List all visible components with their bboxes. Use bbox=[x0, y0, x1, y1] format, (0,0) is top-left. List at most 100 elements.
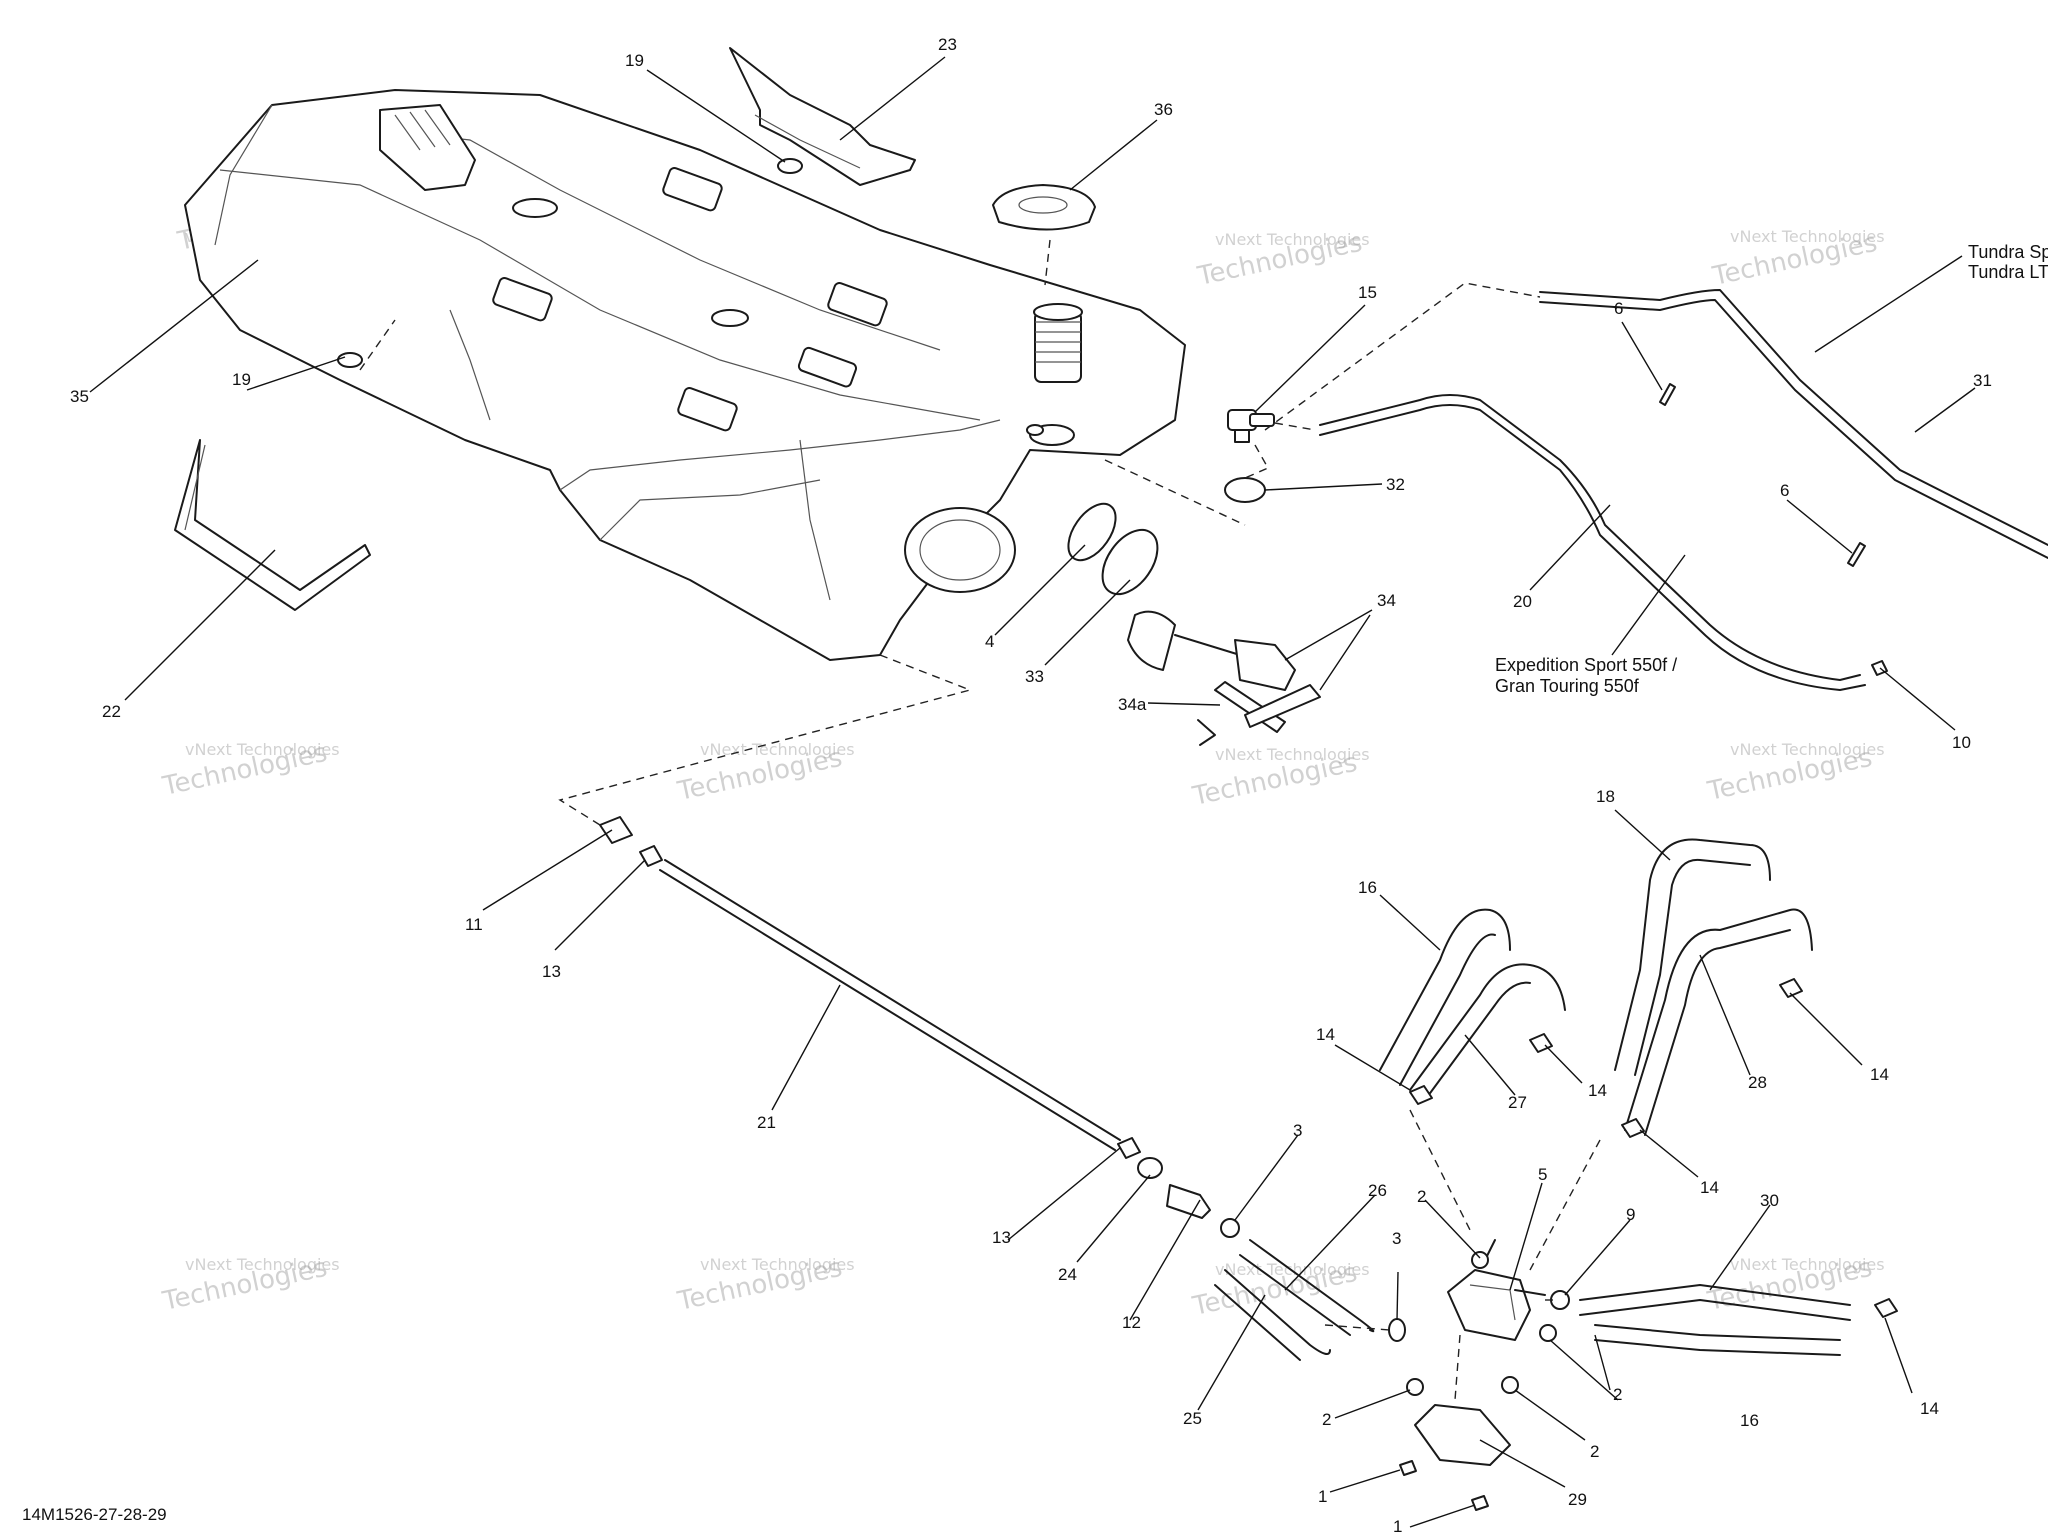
washer-24 bbox=[1137, 1157, 1163, 1179]
fitting-11 bbox=[599, 816, 633, 844]
screw-1-b bbox=[1471, 1495, 1489, 1511]
nut-2-d bbox=[1501, 1376, 1519, 1394]
callout-14-b: 14 bbox=[1588, 1081, 1607, 1100]
gasket-4 bbox=[1067, 502, 1117, 562]
callout-29: 29 bbox=[1568, 1490, 1587, 1509]
fuel-tank bbox=[184, 89, 1186, 661]
nut-2-c bbox=[1406, 1378, 1424, 1396]
callout-36: 36 bbox=[1154, 100, 1173, 119]
callout-25: 25 bbox=[1183, 1409, 1202, 1428]
callout-19-top: 19 bbox=[625, 51, 644, 70]
callout-leaders bbox=[89, 56, 1976, 1528]
vent-line-31 bbox=[1539, 289, 2048, 546]
vent-line-20-outer bbox=[1319, 404, 1866, 691]
callout-16-top: 16 bbox=[1358, 878, 1377, 897]
clamp-13-bottom bbox=[1117, 1137, 1141, 1159]
clamp-14-d bbox=[1621, 1118, 1645, 1138]
callout-28: 28 bbox=[1748, 1073, 1767, 1092]
assembly-lines bbox=[359, 239, 1601, 1401]
callout-9: 9 bbox=[1626, 1205, 1635, 1224]
callout-3-top: 3 bbox=[1293, 1121, 1302, 1140]
callout-11: 11 bbox=[465, 915, 483, 934]
grommet-32 bbox=[1224, 477, 1266, 503]
callout-12: 12 bbox=[1122, 1313, 1141, 1332]
callout-2-a: 2 bbox=[1417, 1187, 1426, 1206]
callout-3-bottom: 3 bbox=[1392, 1229, 1401, 1248]
fitting-10 bbox=[1871, 660, 1888, 676]
watermark-text: vNext Technologies bbox=[700, 740, 855, 759]
callout-6-top: 6 bbox=[1614, 299, 1623, 318]
callout-22: 22 bbox=[102, 702, 121, 721]
clip-6-lower bbox=[1847, 542, 1866, 567]
callout-14-c: 14 bbox=[1870, 1065, 1889, 1084]
watermark-text: vNext Technologies bbox=[1215, 230, 1370, 249]
callout-31: 31 bbox=[1973, 371, 1992, 390]
callout-27: 27 bbox=[1508, 1093, 1527, 1112]
watermark-text: vNext Technologies bbox=[1730, 227, 1885, 246]
callout-24: 24 bbox=[1058, 1265, 1077, 1284]
fuel-hose-21 bbox=[664, 859, 1121, 1141]
callout-1-b: 1 bbox=[1393, 1517, 1402, 1536]
nut-2-a bbox=[1471, 1251, 1489, 1269]
nut-2-b bbox=[1539, 1324, 1557, 1342]
float-arm-34 bbox=[1244, 684, 1321, 728]
watermark-text: vNext Technologies bbox=[1730, 740, 1885, 759]
callout-33: 33 bbox=[1025, 667, 1044, 686]
hose-28 bbox=[1624, 908, 1813, 1131]
grommet-19-top bbox=[777, 158, 803, 174]
grommet-19-left bbox=[337, 352, 363, 368]
callout-4: 4 bbox=[985, 632, 994, 651]
callout-19-left: 19 bbox=[232, 370, 251, 389]
lock-ring-33 bbox=[1101, 528, 1159, 596]
watermark-text: vNext Technologies bbox=[185, 740, 340, 759]
watermark-text: vNext Technologies bbox=[700, 1255, 855, 1274]
callout-5: 5 bbox=[1538, 1165, 1547, 1184]
note-tundra-line2: Tundra LT bbox=[1968, 262, 2048, 282]
callout-1-a: 1 bbox=[1318, 1487, 1327, 1506]
callout-34: 34 bbox=[1377, 591, 1396, 610]
bracket-23 bbox=[729, 47, 916, 186]
callout-10: 10 bbox=[1952, 733, 1971, 752]
clamp-3-bottom bbox=[1388, 1318, 1406, 1342]
callout-14-a: 14 bbox=[1316, 1025, 1335, 1044]
hose-16-top bbox=[1379, 908, 1511, 1071]
callout-2-c: 2 bbox=[1322, 1410, 1331, 1429]
hose-25 bbox=[1224, 1269, 1331, 1355]
callout-34a: 34a bbox=[1118, 695, 1147, 714]
callout-20: 20 bbox=[1513, 592, 1532, 611]
vent-line-20 bbox=[1319, 394, 1861, 681]
callout-35: 35 bbox=[70, 387, 89, 406]
hose-16-bottom bbox=[1594, 1324, 1841, 1341]
callout-13-bottom: 13 bbox=[992, 1228, 1011, 1247]
screw-1-a bbox=[1399, 1460, 1417, 1476]
model-notes: Expedition Sport 550f / Gran Touring 550… bbox=[1495, 242, 2048, 696]
note-expedition-line2: Gran Touring 550f bbox=[1495, 676, 1640, 696]
vent-line-31-outer bbox=[1539, 299, 2048, 559]
callout-15: 15 bbox=[1358, 283, 1377, 302]
callout-18: 18 bbox=[1596, 787, 1615, 806]
pulse-pump-5 bbox=[1447, 1269, 1531, 1341]
callout-2-d: 2 bbox=[1590, 1442, 1599, 1461]
valve-12 bbox=[1166, 1184, 1211, 1219]
clamp-14-e bbox=[1874, 1298, 1898, 1318]
hose-30 bbox=[1579, 1284, 1851, 1306]
hose-18 bbox=[1614, 838, 1771, 1071]
callout-26: 26 bbox=[1368, 1181, 1387, 1200]
callout-23: 23 bbox=[938, 35, 957, 54]
hose-27 bbox=[1409, 963, 1566, 1091]
watermark-text: vNext Technologies bbox=[185, 1255, 340, 1274]
callout-2-b: 2 bbox=[1613, 1385, 1622, 1404]
vent-fitting-15 bbox=[1227, 409, 1275, 443]
note-tundra-line1: Tundra Sp bbox=[1968, 242, 2048, 262]
fuel-cap-36 bbox=[992, 184, 1096, 231]
clamp-3-top bbox=[1220, 1218, 1240, 1238]
clamp-13-top bbox=[639, 845, 663, 867]
callout-30: 30 bbox=[1760, 1191, 1779, 1210]
callout-32: 32 bbox=[1386, 475, 1405, 494]
callout-13-top: 13 bbox=[542, 962, 561, 981]
watermark-text: vNext Technologies bbox=[1215, 745, 1370, 764]
callout-6-lower: 6 bbox=[1780, 481, 1789, 500]
callout-labels: 19 23 36 35 19 15 6 31 32 6 4 33 20 34 3… bbox=[70, 35, 1992, 1536]
